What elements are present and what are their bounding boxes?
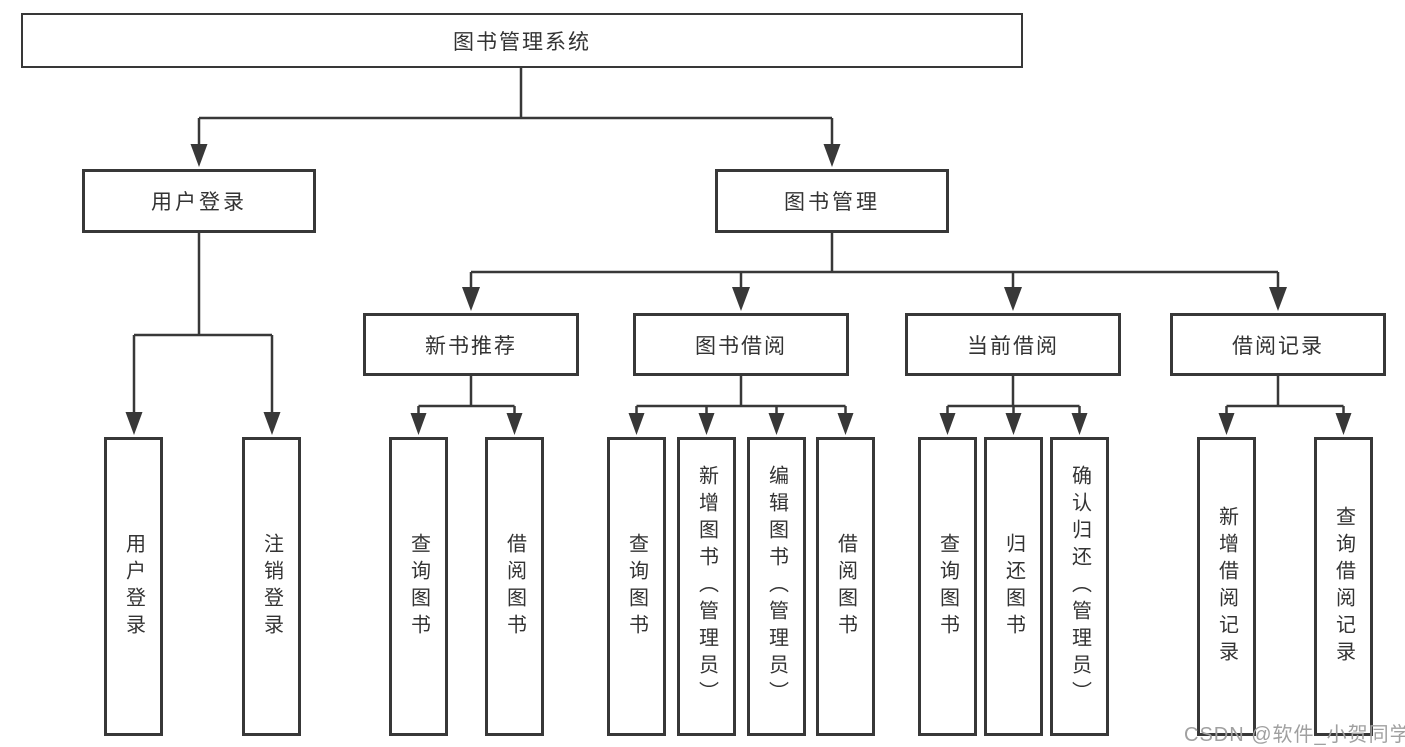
leaf-borrow-books-recommend: 借阅图书 [485, 437, 544, 736]
connector-current-to-leaves [946, 376, 1081, 415]
node-new-book-recommend-label: 新书推荐 [425, 334, 517, 358]
node-book-borrow: 图书借阅 [633, 313, 849, 376]
node-user-login-label: 用户登录 [151, 191, 247, 214]
leaf-edit-books-admin: 编辑图书（管理员） [747, 437, 806, 736]
leaf-return-books-label: 归还图书 [1002, 532, 1025, 641]
connector-userlogin-to-leaves [132, 233, 274, 414]
node-book-management: 图书管理 [715, 169, 949, 233]
node-book-borrow-label: 图书借阅 [695, 334, 787, 358]
connector-bookmgmt-to-level2 [469, 233, 1280, 289]
connector-recommend-to-leaves [417, 376, 516, 415]
leaf-add-borrow-record-label: 新增借阅记录 [1215, 505, 1238, 668]
node-borrow-records: 借阅记录 [1170, 313, 1386, 376]
leaf-borrow-books: 借阅图书 [816, 437, 875, 736]
node-root-label: 图书管理系统 [453, 30, 591, 54]
leaf-query-books-borrow-label: 查询图书 [625, 532, 648, 641]
node-book-management-label: 图书管理 [784, 191, 880, 214]
leaf-query-books-current: 查询图书 [918, 437, 977, 736]
leaf-user-login-label: 用户登录 [122, 532, 145, 641]
leaf-query-books-borrow: 查询图书 [607, 437, 666, 736]
leaf-query-books-recommend-label: 查询图书 [407, 532, 430, 641]
node-user-login: 用户登录 [82, 169, 316, 233]
leaf-confirm-return-admin: 确认归还（管理员） [1050, 437, 1109, 736]
node-root-system: 图书管理系统 [21, 13, 1023, 68]
leaf-add-books-admin: 新增图书（管理员） [677, 437, 736, 736]
leaf-query-borrow-record: 查询借阅记录 [1314, 437, 1373, 736]
leaf-query-books-recommend: 查询图书 [389, 437, 448, 736]
node-borrow-records-label: 借阅记录 [1232, 334, 1324, 358]
leaf-add-books-admin-label: 新增图书（管理员） [695, 465, 718, 708]
csdn-watermark: CSDN @软件_小贺同学 [1184, 724, 1405, 746]
leaf-user-login: 用户登录 [104, 437, 163, 736]
leaf-query-borrow-record-label: 查询借阅记录 [1332, 505, 1355, 668]
connector-records-to-leaves [1225, 376, 1345, 415]
leaf-borrow-books-label: 借阅图书 [834, 532, 857, 641]
leaf-logout-login-label: 注销登录 [260, 532, 283, 641]
leaf-query-books-current-label: 查询图书 [936, 532, 959, 641]
leaf-borrow-books-recommend-label: 借阅图书 [503, 532, 526, 641]
connector-borrow-to-leaves [635, 376, 847, 415]
leaf-edit-books-admin-label: 编辑图书（管理员） [765, 465, 788, 708]
node-new-book-recommend: 新书推荐 [363, 313, 579, 376]
connector-root-to-level1 [197, 68, 834, 146]
leaf-confirm-return-admin-label: 确认归还（管理员） [1068, 465, 1091, 708]
leaf-logout-login: 注销登录 [242, 437, 301, 736]
arrowheads [125, 144, 1352, 435]
leaf-return-books: 归还图书 [984, 437, 1043, 736]
node-current-borrow-label: 当前借阅 [967, 334, 1059, 358]
node-current-borrow: 当前借阅 [905, 313, 1121, 376]
leaf-add-borrow-record: 新增借阅记录 [1197, 437, 1256, 736]
